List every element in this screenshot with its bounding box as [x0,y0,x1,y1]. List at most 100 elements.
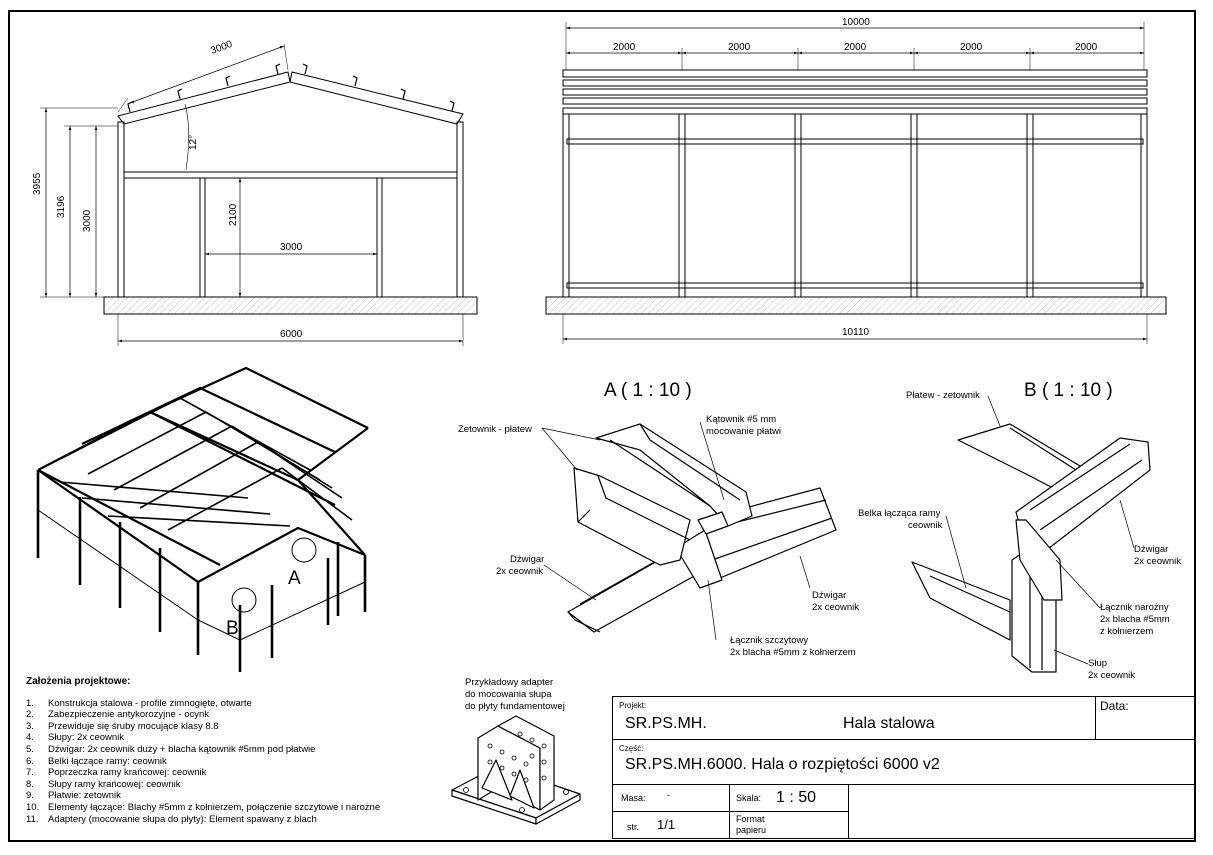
side-elevation-view [545,22,1167,344]
dim-side-total: 10000 [842,17,870,28]
front-tie-beam [123,171,458,179]
detail-b-label-corner-1: Łącznik narożny [1100,602,1169,613]
assumption-number: 8. [26,778,34,790]
detail-a-leaders [541,421,811,641]
dim-bay-2: 2000 [728,42,751,53]
side-upper-rail [566,138,1144,145]
design-assumptions-heading: Założenia projektowe: [26,676,131,687]
dim-height-column: 3000 [82,209,93,232]
detail-b-drawing [911,423,1151,673]
detail-a-label-angle-1: Kątownik #5 mm [706,414,776,425]
dim-front-width: 6000 [280,329,303,340]
dim-height-total: 3955 [32,172,43,195]
part-label: Część: [619,744,644,753]
assumption-item: 9. Płatwie: zetownik [26,790,426,802]
mass-label: Masa: [621,793,646,803]
assumption-item: 2. Zabezpieczenie antykorozyjne - ocynk [26,709,426,721]
detail-b-label-column-2: 2x ceownik [1088,670,1135,681]
dim-door-height: 2100 [228,203,239,226]
detail-b-label-beam-2: ceownik [908,520,943,531]
adapter-caption-3: do płyty fundamentowej [465,701,565,712]
dim-door-width: 3000 [280,242,303,253]
detail-a-label-rafter-right-2: 2x ceownik [812,602,859,613]
assumption-text: Belki łączące ramy: ceownik [48,755,167,767]
assumption-number: 5. [26,743,34,755]
front-left-column [117,121,125,298]
title-block-project: Projekt: SR.PS.MH. Hala stalowa [612,696,1096,740]
front-elevation-view [40,43,478,346]
format-label-1: Format [736,814,765,824]
assumption-number: 4. [26,732,34,744]
title-block-page: str. 1/1 [612,811,730,839]
detail-a-drawing [567,423,837,633]
title-block-mass: Masa: - [612,784,730,812]
assumption-text: Zabezpieczenie antykorozyjne - ocynk [48,709,210,721]
detail-b-callout-circle [231,587,257,613]
isometric-view [36,366,369,672]
scale-label: Skala: [736,793,762,803]
dim-bay-5: 2000 [1075,42,1098,53]
assumption-item: 5. Dźwigar: 2x ceownik duży + blacha kąto… [26,744,426,756]
assumption-item: 4. Słupy: 2x ceownik [26,732,426,744]
side-eave-beam [562,107,1148,115]
dim-roof-angle: 12° [188,135,199,150]
adapter-caption-2: do mocowania słupa [465,689,552,700]
title-block-part: Część: SR.PS.MH.6000. Hala o rozpiętości… [612,739,1196,785]
detail-a-label-rafter-left-2: 2x ceownik [496,566,543,577]
dim-roof-angle-arc [184,103,190,171]
assumption-number: 9. [26,790,34,802]
detail-b-label-rafter-2: 2x ceownik [1134,556,1181,567]
detail-a-callout-circle [291,537,317,563]
front-door-column-right [376,177,383,298]
title-block-scale: Skala: 1 : 50 [729,784,849,812]
side-roof-band-2 [562,79,1148,87]
assumption-number: 2. [26,709,34,721]
detail-b-label-beam-1: Belka łącząca ramy [858,508,941,519]
assumption-item: 11.Adaptery (mocowanie słupa do płyty): … [26,814,426,826]
detail-a-label-ridge-joint-2: 2x blacha #5mm z kołnierzem [730,647,856,658]
assumption-item: 6. Belki łączące ramy: ceownik [26,756,426,768]
front-door-column-left [199,177,206,298]
assumption-text: Płatwie: zetownik [48,790,121,802]
detail-b-label-rafter-1: Dźwigar [1134,544,1168,555]
dim-rafter-line [129,45,285,104]
assumption-text: Dźwigar: 2x ceownik duży + blacha kątown… [48,743,316,755]
assumption-text: Słupy: 2x ceownik [48,732,125,744]
assumption-text: Poprzeczka ramy krańcowej: ceownik [48,767,207,779]
dim-side-overall: 10110 [842,327,870,338]
side-lower-rail [566,282,1144,289]
iso-label-b: B [226,618,239,639]
front-purlins [127,63,455,113]
assumption-item: 8.Słupy ramy krańcowej: ceownik [26,779,426,791]
assumption-number: 10. [26,801,40,813]
dim-bay-4: 2000 [960,42,983,53]
title-block-spare [848,784,1196,839]
detail-a-label-angle-2: mocowanie płatwi [706,426,781,437]
front-right-column [456,121,464,298]
assumption-number: 1. [26,697,34,709]
mass-value: - [667,790,670,800]
part-value: SR.PS.MH.6000. Hala o rozpiętości 6000 v… [625,756,940,773]
adapter-drawing [451,715,581,825]
dim-bay-lines [566,48,1144,70]
date-label: Data: [1100,699,1129,713]
dim-height-ridge: 3196 [56,195,67,218]
assumption-item: 7.Poprzeczka ramy krańcowej: ceownik [26,767,426,779]
detail-b-label-purlin: Płatew - zetownik [906,390,980,401]
assumption-text: Przewiduje się śruby mocujące klasy 8.8 [48,720,219,732]
detail-b-label-corner-2: 2x blacha #5mm [1100,614,1170,625]
detail-b-label-corner-3: z kołnierzem [1100,626,1153,637]
page-label: str. [627,822,640,832]
design-assumptions-list: 1.Konstrukcja stalowa - profile zimnogię… [26,698,426,826]
assumption-number: 6. [26,755,34,767]
iso-label-a: A [288,568,301,589]
detail-a-label-rafter-left-1: Dźwigar [510,554,544,565]
dim-bay-1: 2000 [613,42,636,53]
assumption-item: 3.Przewiduje się śruby mocujące klasy 8.… [26,721,426,733]
assumption-text: Adaptery (mocowanie słupa do płyty): Ele… [48,813,317,825]
project-name: Hala stalowa [843,715,935,732]
detail-a-label-rafter-right-1: Dźwigar [812,590,846,601]
dim-rafter-length: 3000 [209,39,234,57]
detail-b-label-column-1: Słup [1088,658,1107,669]
